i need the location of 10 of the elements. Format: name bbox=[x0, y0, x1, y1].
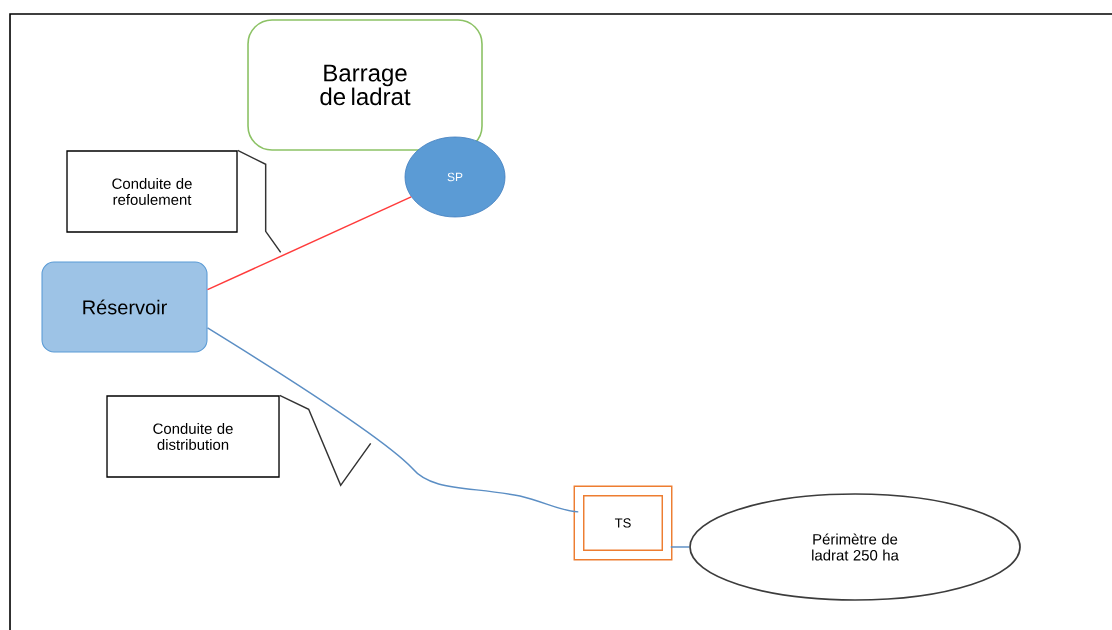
dam-box: Barrage de ladrat bbox=[247, 19, 483, 151]
callout-box: Conduite de refoulement bbox=[66, 150, 238, 233]
leader-line bbox=[236, 149, 282, 254]
pipe-line bbox=[206, 196, 412, 291]
reservoir-box: Réservoir bbox=[41, 261, 208, 353]
callout-box: Conduite de distribution bbox=[106, 395, 280, 478]
pipe-line bbox=[206, 327, 579, 513]
leader-line bbox=[278, 394, 372, 487]
pipe-line bbox=[670, 546, 690, 548]
station-box: TS bbox=[573, 485, 673, 561]
